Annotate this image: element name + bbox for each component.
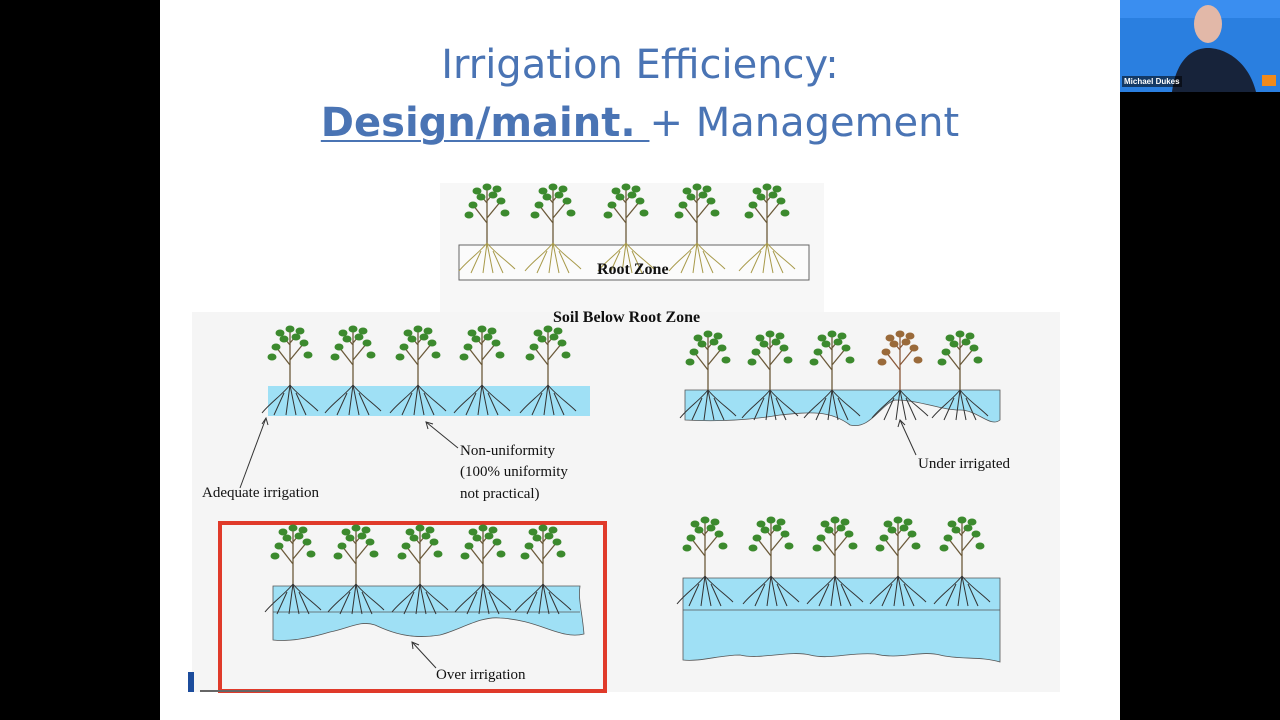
university-logo (188, 672, 270, 692)
water-over (272, 585, 585, 641)
adequate-label: Adequate irrigation (202, 485, 320, 501)
plant (738, 183, 796, 274)
water-deep (682, 577, 1001, 663)
nonuniformity-label-3: not practical) (460, 486, 540, 502)
plant (597, 183, 655, 274)
over-irrigation-highlight (218, 521, 607, 693)
plant (389, 325, 447, 416)
plant (458, 183, 516, 274)
slide-title-line1: Irrigation Efficiency: (441, 42, 839, 88)
slide-title-line2: Design/maint. + Management (160, 100, 1120, 146)
irrigation-diagram (192, 183, 1060, 693)
nonuniformity-label-2: (100% uniformity (460, 464, 568, 480)
soil-below-label: Soil Below Root Zone (553, 309, 701, 326)
under-irrigated-label: Under irrigated (918, 456, 1011, 472)
plant (679, 330, 737, 421)
plant (742, 516, 800, 607)
root-zone-label: Root Zone (597, 261, 669, 278)
plant (668, 183, 726, 274)
water-adequate (268, 386, 590, 416)
participant-name: Michael Dukes (1122, 76, 1182, 87)
title-rest-text: + Management (649, 100, 960, 146)
participant-video-tile[interactable]: Michael Dukes (1120, 0, 1280, 92)
plant (676, 516, 734, 607)
over-irrigation-label: Over irrigation (436, 667, 526, 683)
presentation-slide: Irrigation Efficiency: Design/maint. + M… (160, 0, 1120, 720)
plant (514, 524, 572, 615)
plant (327, 524, 385, 615)
plant (324, 325, 382, 416)
title-underlined-text: Design/maint. (320, 100, 650, 146)
plant (806, 516, 864, 607)
nonuniformity-label-1: Non-uniformity (460, 443, 555, 459)
plant (264, 524, 322, 615)
plant (453, 325, 511, 416)
plant (524, 183, 582, 274)
plant (803, 330, 861, 421)
plant (261, 325, 319, 416)
plant (454, 524, 512, 615)
plant (519, 325, 577, 416)
plant (931, 330, 989, 421)
plant (391, 524, 449, 615)
wilted-plant (871, 330, 929, 421)
plant (869, 516, 927, 607)
plants-layer (261, 183, 991, 615)
plant (741, 330, 799, 421)
meeting-logo-icon (1262, 75, 1276, 86)
annotation-arrows (239, 416, 917, 669)
plant (933, 516, 991, 607)
